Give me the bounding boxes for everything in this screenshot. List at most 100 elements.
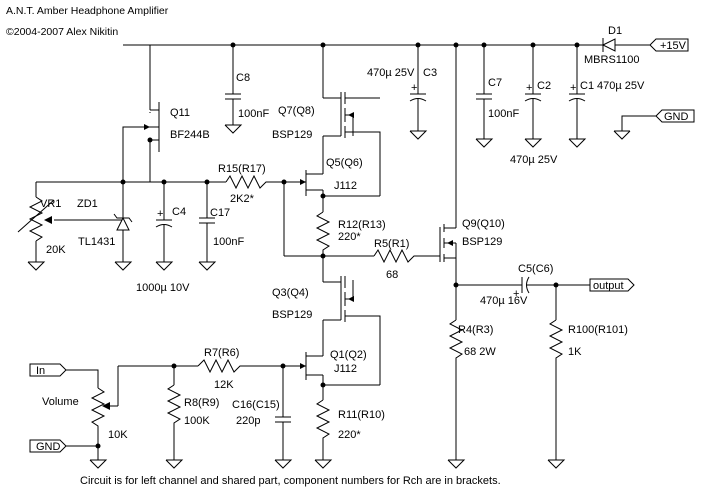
volume-value: 10K <box>108 429 128 441</box>
volume-ref: Volume <box>42 396 79 408</box>
c17-ref: C17 <box>210 207 230 219</box>
output-port: output <box>589 278 635 292</box>
gnd-left-label: GND <box>36 441 61 453</box>
input-label: In <box>36 365 45 377</box>
gnd-right-label: GND <box>664 111 689 123</box>
mosfet-q3: Q3(Q4) BSP129 <box>272 256 381 385</box>
r8-ref: R8(R9) <box>184 397 219 409</box>
r100-ref: R100(R101) <box>568 324 628 336</box>
c7-value: 100nF <box>488 108 519 120</box>
capacitor-c8: C8 100nF <box>224 45 269 134</box>
copyright-text: ©2004-2007 Alex Nikitin <box>6 26 118 38</box>
c4-ref: C4 <box>172 206 186 218</box>
q9-ref: Q9(Q10) <box>462 218 505 230</box>
c17-value: 100nF <box>213 236 244 248</box>
d1-value: MBRS1100 <box>584 54 639 66</box>
c2-value: 470µ 25V <box>510 154 558 166</box>
capacitor-c3: + 470µ 25V C3 <box>367 45 437 140</box>
vplus-label: +15V <box>660 40 687 52</box>
jfet-q5: Q5(Q6) J112 <box>300 157 380 212</box>
resistor-r5: R5(R1) 68 <box>373 238 440 281</box>
q1-value: J112 <box>334 363 357 375</box>
q1-ref: Q1(Q2) <box>330 349 367 361</box>
trimmer-vr1: VR1 20K <box>17 182 123 271</box>
footer-note: Circuit is for left channel and shared p… <box>80 475 501 487</box>
svg-text:+: + <box>411 82 417 94</box>
svg-text:+: + <box>157 208 163 220</box>
c16-ref: C16(C15) <box>232 399 280 411</box>
capacitor-c5: + C5(C6) 470µ 16V <box>456 263 590 307</box>
output-label: output <box>593 280 624 292</box>
c5-value: 470µ 16V <box>480 295 528 307</box>
q7-value: BSP129 <box>272 129 312 141</box>
capacitor-c16: C16(C15) 220p <box>232 366 293 469</box>
vr1-value: 20K <box>46 244 66 256</box>
bias-node <box>36 179 226 185</box>
resistor-r4: R4(R3) 68 2W <box>447 319 496 469</box>
diode-d1: D1 MBRS1100 <box>584 25 639 66</box>
resistor-r7: R7(R6) 12K <box>197 347 262 391</box>
zener-zd1: ZD1 TL1431 <box>77 182 133 271</box>
q5-gate-node <box>281 179 374 257</box>
c2-ref: C2 <box>537 80 551 92</box>
vplus-port: +15V <box>649 38 689 52</box>
d1-ref: D1 <box>608 25 622 37</box>
c3-value: 470µ 25V <box>367 67 415 79</box>
q11-value: BF244B <box>170 129 210 141</box>
r7-value: 12K <box>214 379 234 391</box>
r100-value: 1K <box>568 346 582 358</box>
jfet-q11: Q11 BF244B <box>122 45 210 182</box>
capacitor-c7: C7 100nF <box>475 45 519 148</box>
capacitor-c4: + C4 1000µ 10V <box>136 182 190 294</box>
gnd-port-left: GND <box>29 439 98 453</box>
resistor-r8: R8(R9) 100K <box>165 366 219 469</box>
r12-ref: R12(R13) <box>338 219 386 231</box>
svg-text:+: + <box>526 82 532 94</box>
q5-value: J112 <box>334 180 357 192</box>
c3-ref: C3 <box>423 67 437 79</box>
c16-value: 220p <box>236 415 260 427</box>
q3-ref: Q3(Q4) <box>272 287 309 299</box>
schematic-title: A.N.T. Amber Headphone Amplifier <box>6 5 169 17</box>
capacitor-c1: + C1 470µ 25V <box>568 45 645 148</box>
svg-text:+: + <box>570 82 576 94</box>
q7-ref: Q7(Q8) <box>278 105 315 117</box>
svg-text:+: + <box>513 288 519 300</box>
capacitor-c17: C17 100nF <box>198 182 244 271</box>
resistor-r100: R100(R101) 1K <box>547 285 628 469</box>
r12-value: 220* <box>338 231 361 243</box>
vr1-ref: VR1 <box>40 198 61 210</box>
q3-value: BSP129 <box>272 309 312 321</box>
jfet-q1: Q1(Q2) J112 <box>300 345 380 400</box>
resistor-r15: R15(R17) 2K2* <box>218 163 284 205</box>
mosfet-q7: Q7(Q8) BSP129 <box>272 45 381 196</box>
c8-value: 100nF <box>238 108 269 120</box>
resistor-r12: R12(R13) 220* <box>315 211 386 256</box>
r11-value: 220* <box>338 429 361 441</box>
zd1-value: TL1431 <box>78 236 115 248</box>
r8-value: 100K <box>184 415 210 427</box>
gnd-port-right: GND <box>613 109 695 140</box>
r11-ref: R11(R10) <box>338 409 385 421</box>
r5-value: 68 <box>386 269 398 281</box>
capacitor-c2: + C2 470µ 25V <box>510 45 558 166</box>
r15-value: 2K2* <box>230 193 255 205</box>
resistor-r11: R11(R10) 220* <box>314 399 385 469</box>
r4-value: 68 2W <box>464 346 496 358</box>
c1-ref: C1 <box>580 80 594 92</box>
c7-ref: C7 <box>488 77 502 89</box>
r4-ref: R4(R3) <box>458 324 493 336</box>
r5-ref: R5(R1) <box>374 238 409 250</box>
c4-value: 1000µ 10V <box>136 282 190 294</box>
c5-ref: C5(C6) <box>518 263 553 275</box>
q5-ref: Q5(Q6) <box>326 157 363 169</box>
volume-pot: Volume 10K <box>42 366 128 469</box>
c8-ref: C8 <box>236 72 250 84</box>
supply-rail <box>123 42 650 48</box>
zd1-ref: ZD1 <box>77 198 98 210</box>
r15-ref: R15(R17) <box>218 163 266 175</box>
mosfet-q9: Q9(Q10) BSP129 <box>439 45 505 320</box>
q9-value: BSP129 <box>462 236 502 248</box>
input-port: In <box>29 363 67 377</box>
